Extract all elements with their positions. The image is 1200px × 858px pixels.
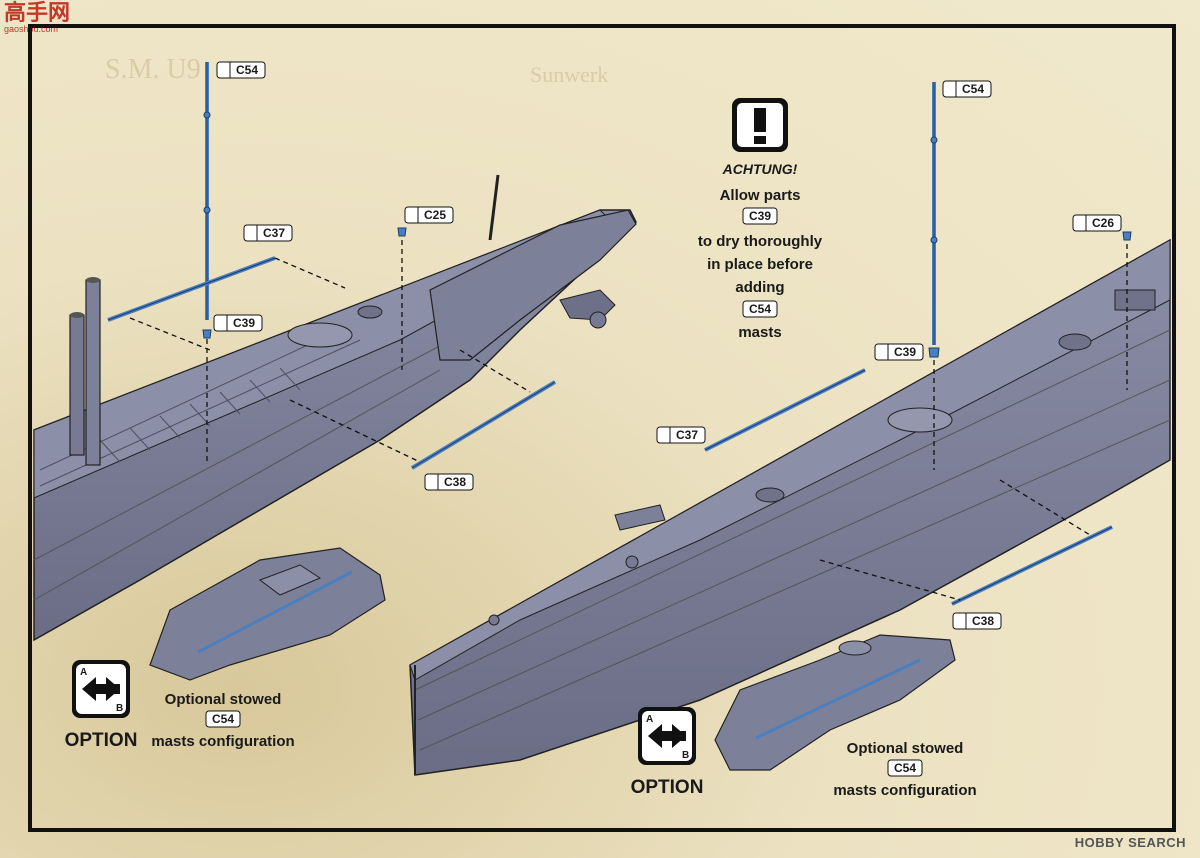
warning-line2: to dry thoroughly [698, 233, 823, 250]
warning-title: ACHTUNG! [722, 161, 798, 177]
svg-text:C26: C26 [1092, 216, 1114, 230]
left-guide-c37b [129, 317, 211, 351]
left-guide-c38b [459, 349, 531, 393]
option-label: OPTION [65, 730, 138, 751]
left-part-c25 [397, 227, 407, 237]
svg-text:C39: C39 [749, 209, 771, 223]
right-mast-c37 [704, 368, 866, 452]
warning-part2: C54 [742, 300, 778, 318]
option-caption-line1: Optional stowed [847, 740, 964, 757]
warning-line5: masts [738, 324, 781, 341]
svg-text:C54: C54 [236, 63, 258, 77]
svg-text:C37: C37 [263, 226, 285, 240]
option-ab-icon: A B [72, 660, 130, 718]
right-option-detail [714, 634, 956, 771]
left-guide-c38a [289, 399, 421, 463]
site-logo-text: 高手网 [4, 0, 71, 25]
svg-text:C39: C39 [233, 316, 255, 330]
callout-right-c38: C38 [952, 612, 1002, 630]
svg-text:C38: C38 [444, 475, 466, 489]
right-part-c26 [1122, 231, 1132, 241]
background-script-line2: Sunwerk [530, 62, 608, 87]
page-frame [28, 24, 1176, 832]
callout-right-c54: C54 [942, 80, 992, 98]
svg-text:C54: C54 [962, 82, 984, 96]
exclamation-icon [732, 98, 788, 152]
callout-left-c39: C39 [213, 314, 263, 332]
option-label: OPTION [631, 777, 704, 798]
warning-block: ACHTUNG! Allow parts C39 to dry thorough… [698, 98, 823, 341]
option-caption-line2: masts configuration [833, 782, 976, 799]
background-script-line1: S.M. U9 [105, 54, 201, 85]
option-caption-part: C54 [205, 710, 241, 728]
callout-left-c37: C37 [243, 224, 293, 242]
left-part-c39 [202, 329, 212, 339]
svg-text:C38: C38 [972, 614, 994, 628]
left-guide-c37a [274, 257, 346, 289]
callout-right-c37: C37 [656, 426, 706, 444]
svg-text:A: A [80, 667, 87, 678]
svg-text:B: B [682, 750, 689, 761]
left-mast-c54 [203, 62, 211, 320]
option-block-right: A B OPTION Optional stowed C54 masts con… [631, 707, 977, 799]
callout-left-c38: C38 [424, 473, 474, 491]
option-caption-line1: Optional stowed [165, 691, 282, 708]
option-caption-part: C54 [887, 759, 923, 777]
callout-right-c26: C26 [1072, 214, 1122, 232]
right-part-c39 [928, 347, 940, 358]
option-ab-icon: A B [638, 707, 696, 765]
svg-text:A: A [646, 714, 653, 725]
callout-left-c25: C25 [404, 206, 454, 224]
right-submarine-hull [409, 238, 1171, 776]
callout-right-c39: C39 [874, 343, 924, 361]
option-block-left: A B OPTION Optional stowed C54 masts con… [65, 660, 295, 751]
warning-line1: Allow parts [720, 187, 801, 204]
svg-text:C54: C54 [749, 302, 771, 316]
svg-text:C37: C37 [676, 428, 698, 442]
left-mast-c38 [410, 380, 557, 470]
svg-text:B: B [116, 703, 123, 714]
svg-text:C54: C54 [212, 712, 234, 726]
svg-text:C54: C54 [894, 761, 916, 775]
watermark: HOBBY SEARCH [1074, 835, 1186, 850]
right-mast-c54 [930, 82, 938, 345]
callout-left-c54: C54 [216, 61, 266, 79]
svg-text:C25: C25 [424, 208, 446, 222]
left-submarine-hull [33, 174, 637, 642]
warning-part1: C39 [742, 207, 778, 225]
svg-text:C39: C39 [894, 345, 916, 359]
option-caption-line2: masts configuration [151, 733, 294, 750]
left-option-detail [149, 547, 386, 681]
warning-line3: in place before [707, 256, 813, 273]
right-mast-c38 [951, 525, 1113, 606]
warning-line4: adding [735, 279, 784, 296]
left-mast-c37 [107, 256, 276, 322]
right-guide-c38a [819, 559, 961, 601]
